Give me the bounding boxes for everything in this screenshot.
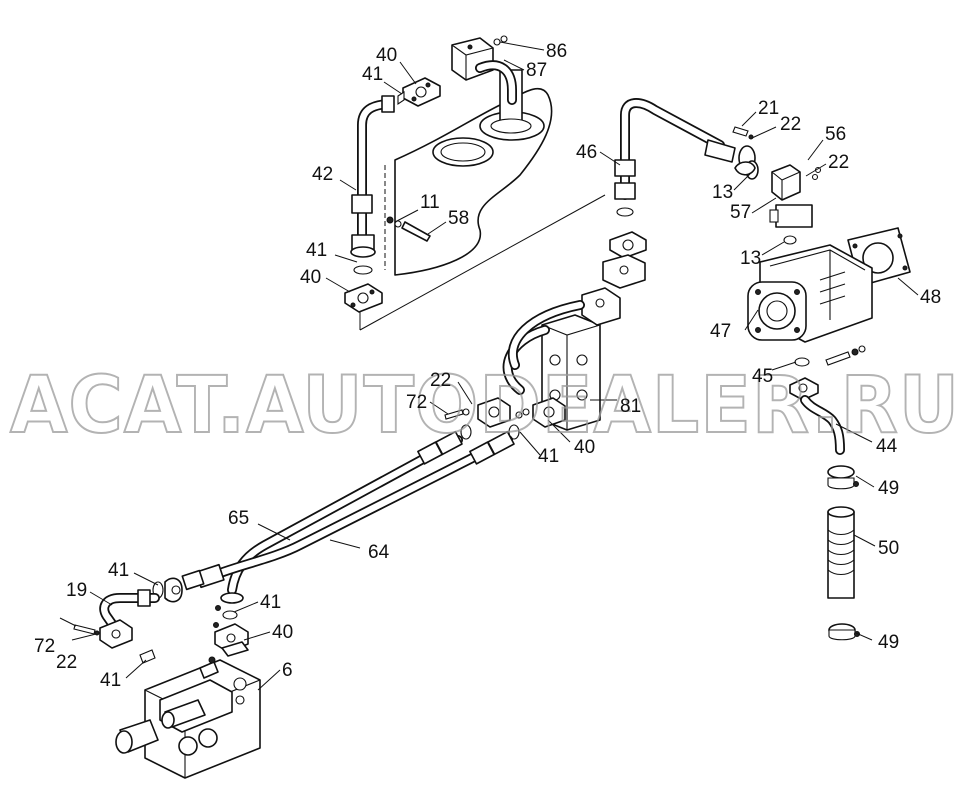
callout-22: 22 xyxy=(56,652,77,673)
flange-45 xyxy=(789,357,819,401)
callout-40: 40 xyxy=(376,45,397,66)
callout-64: 64 xyxy=(368,542,390,563)
callout-48: 48 xyxy=(920,287,941,308)
flange-left-22-72 xyxy=(73,619,133,649)
callout-19: 19 xyxy=(66,580,87,601)
bolt-22-pump xyxy=(825,345,866,366)
callout-46: 46 xyxy=(576,142,597,163)
callout-labels: 40 41 86 87 42 11 58 41 40 46 21 22 56 2… xyxy=(34,41,941,691)
clamp-49-top xyxy=(827,465,859,490)
callout-22: 22 xyxy=(828,152,849,173)
callout-49: 49 xyxy=(878,478,899,499)
callout-50: 50 xyxy=(878,538,899,559)
callout-22: 22 xyxy=(780,114,801,135)
seal-41-left-bottom xyxy=(139,649,156,664)
callout-11: 11 xyxy=(420,192,440,213)
callout-41: 41 xyxy=(306,240,327,261)
hose-64 xyxy=(210,430,515,580)
pipe-42 xyxy=(350,95,395,258)
flange-40-top xyxy=(397,77,441,107)
callout-47: 47 xyxy=(710,321,731,342)
callout-21: 21 xyxy=(758,98,779,119)
callout-41: 41 xyxy=(362,64,383,85)
seal-41-right xyxy=(460,424,520,440)
callout-45: 45 xyxy=(752,366,773,387)
callout-41: 41 xyxy=(260,592,281,613)
flange-40-left-mid xyxy=(213,605,249,657)
seal-13-upper xyxy=(734,160,759,180)
flange-41-left-top xyxy=(152,577,183,603)
pipe-44 xyxy=(800,395,845,455)
callout-86: 86 xyxy=(546,41,567,62)
connector-57 xyxy=(769,164,822,228)
pipe-46 xyxy=(614,98,756,217)
hose-ends-left xyxy=(181,563,244,604)
callout-57: 57 xyxy=(730,202,751,223)
callout-41: 41 xyxy=(100,670,121,691)
callout-13: 13 xyxy=(740,248,761,269)
callout-40: 40 xyxy=(300,267,321,288)
flange-40-mid xyxy=(344,265,383,313)
callout-22: 22 xyxy=(430,370,451,391)
callout-13: 13 xyxy=(712,182,733,203)
clamp-49-bottom xyxy=(828,623,860,641)
callout-49: 49 xyxy=(878,632,899,653)
callout-44: 44 xyxy=(876,436,898,457)
seal-13-lower xyxy=(783,235,797,245)
callout-6: 6 xyxy=(282,660,293,681)
flange-40-right-a xyxy=(444,397,511,428)
callout-40: 40 xyxy=(272,622,293,643)
callout-42: 42 xyxy=(312,164,333,185)
flange-pipe-46-bottom xyxy=(609,231,647,259)
hose-65 xyxy=(227,430,463,595)
bolt-21 xyxy=(732,126,754,140)
callout-72: 72 xyxy=(34,636,55,657)
watermark-text: ACAT.AUTODEALER.RU xyxy=(10,361,960,451)
leader-lines xyxy=(59,41,919,691)
callout-40: 40 xyxy=(574,437,595,458)
hose-50 xyxy=(827,506,855,599)
flange-40-right-b xyxy=(515,397,566,428)
callout-41: 41 xyxy=(108,560,129,581)
callout-58: 58 xyxy=(448,208,469,229)
callout-65: 65 xyxy=(228,508,249,529)
tank-top-fitting xyxy=(451,35,517,105)
callout-72: 72 xyxy=(406,392,427,413)
bolt-58 xyxy=(386,216,431,242)
callout-56: 56 xyxy=(825,124,846,145)
pipe-19 xyxy=(99,589,160,633)
callout-87: 87 xyxy=(526,60,547,81)
callout-41: 41 xyxy=(538,446,559,467)
pump-47 xyxy=(747,244,873,343)
control-valve-6 xyxy=(115,656,261,779)
callout-81: 81 xyxy=(620,396,641,417)
